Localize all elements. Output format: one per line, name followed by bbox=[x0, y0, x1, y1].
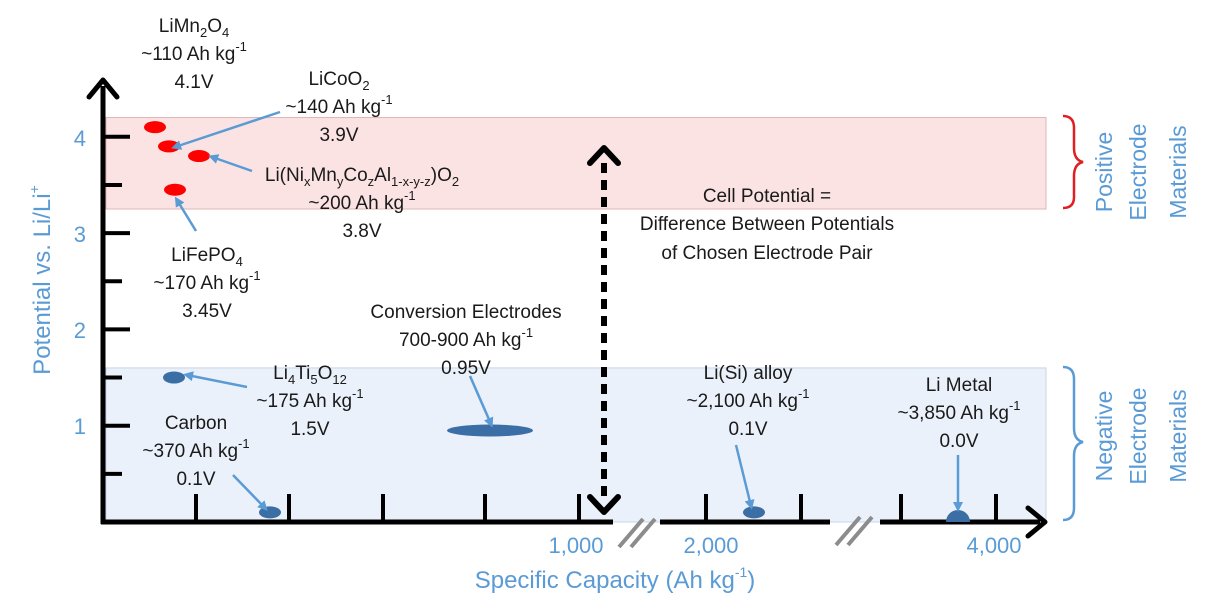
cell-potential-label-3: of Chosen Electrode Pair bbox=[661, 243, 873, 264]
axis-break-2 bbox=[834, 515, 874, 547]
positive-side-label-3: Materials bbox=[1165, 125, 1191, 218]
positive-electrode-band bbox=[105, 117, 1047, 210]
y-tick-label-4: 4 bbox=[74, 126, 86, 151]
negative-electrode-band bbox=[105, 367, 1047, 523]
x-tick-label-1000: 1,000 bbox=[548, 533, 603, 558]
label-formula-limn2o4: LiMn2O4 bbox=[159, 16, 229, 40]
y-axis-title: Potential vs. Li/Li+ bbox=[26, 185, 56, 375]
label-potential-li4ti5o12: 1.5V bbox=[290, 419, 329, 440]
label-capacity-limetal: ~3,850 Ah kg-1 bbox=[897, 398, 1020, 424]
label-formula-limetal: Li Metal bbox=[926, 375, 993, 396]
x-axis-title: Specific Capacity (Ah kg-1) bbox=[475, 564, 756, 594]
arrow-lisi bbox=[734, 444, 755, 510]
label-capacity-lisi: ~2,100 Ah kg-1 bbox=[686, 386, 809, 412]
label-potential-limn2o4: 4.1V bbox=[174, 72, 213, 93]
material-licoo2: LiCoO2~140 Ah kg-1 3.9V bbox=[158, 69, 393, 153]
arrow-nmc bbox=[208, 154, 253, 173]
material-li4ti5o12: Li4Ti5O12~175 Ah kg-1 1.5V bbox=[163, 363, 364, 440]
label-capacity-limn2o4: ~110 Ah kg-1 bbox=[141, 39, 247, 65]
label-potential-conversion: 0.95V bbox=[441, 358, 491, 379]
marker-lifepo4 bbox=[164, 183, 186, 196]
cell-potential-label-2: Difference Between Potentials bbox=[640, 214, 894, 235]
label-potential-licoo2: 3.9V bbox=[319, 125, 358, 146]
label-formula-nmc: Li(NixMnyCozAl1-x-y-z)O2 bbox=[265, 165, 459, 189]
positive-side-label-2: Electrode bbox=[1125, 123, 1151, 220]
material-limetal: Li Metal~3,850 Ah kg-1 0.0V bbox=[897, 375, 1021, 522]
arrow-conversion bbox=[468, 375, 494, 428]
label-formula-lifepo4: LiFePO4 bbox=[171, 245, 243, 269]
label-potential-carbon: 0.1V bbox=[176, 469, 215, 490]
label-potential-lisi: 0.1V bbox=[728, 419, 767, 440]
arrow-licoo2 bbox=[171, 110, 281, 150]
label-potential-lifepo4: 3.45V bbox=[182, 301, 232, 322]
material-lisi: Li(Si) alloy~2,100 Ah kg-1 0.1V bbox=[686, 363, 810, 519]
label-potential-nmc: 3.8V bbox=[342, 221, 381, 242]
label-capacity-lifepo4: ~170 Ah kg-1 bbox=[153, 268, 260, 294]
arrow-carbon bbox=[232, 474, 268, 511]
y-tick-label-1: 1 bbox=[74, 414, 86, 439]
positive-side-label-1: Positive bbox=[1091, 132, 1117, 213]
cell-potential-label-1: Cell Potential = bbox=[703, 186, 831, 207]
y-tick-label-2: 2 bbox=[74, 318, 86, 343]
label-capacity-conversion: 700-900 Ah kg-1 bbox=[399, 325, 533, 351]
y-axis bbox=[86, 77, 130, 524]
label-capacity-li4ti5o12: ~175 Ah kg-1 bbox=[256, 386, 363, 412]
material-lifepo4: LiFePO4~170 Ah kg-1 3.45V bbox=[153, 183, 261, 322]
material-nmc: Li(NixMnyCozAl1-x-y-z)O2~200 Ah kg-1 3.8V bbox=[188, 150, 459, 242]
material-carbon: Carbon~370 Ah kg-1 0.1V bbox=[142, 413, 281, 519]
label-formula-conversion: Conversion Electrodes bbox=[370, 302, 561, 323]
x-axis bbox=[101, 494, 1048, 549]
y-tick-label-3: 3 bbox=[74, 222, 86, 247]
marker-nmc bbox=[188, 150, 210, 163]
negative-side-label-1: Negative bbox=[1091, 391, 1117, 482]
cell-potential-arrow bbox=[587, 145, 621, 515]
marker-conversion bbox=[447, 424, 533, 437]
negative-side-label-2: Electrode bbox=[1125, 387, 1151, 484]
label-formula-carbon: Carbon bbox=[165, 413, 227, 434]
positive-brace bbox=[1062, 114, 1084, 210]
material-limn2o4: LiMn2O4~110 Ah kg-1 4.1V bbox=[141, 16, 247, 134]
arrow-lifepo4 bbox=[174, 196, 198, 232]
label-formula-li4ti5o12: Li4Ti5O12 bbox=[273, 363, 347, 387]
negative-brace bbox=[1062, 365, 1084, 522]
marker-carbon bbox=[259, 506, 281, 519]
x-tick-label-4000: 4,000 bbox=[966, 533, 1021, 558]
axis-break-1 bbox=[617, 517, 657, 549]
marker-limetal bbox=[946, 510, 970, 522]
marker-limn2o4 bbox=[144, 121, 166, 134]
negative-side-label-3: Materials bbox=[1165, 389, 1191, 482]
label-capacity-licoo2: ~140 Ah kg-1 bbox=[285, 92, 392, 118]
label-formula-lisi: Li(Si) alloy bbox=[704, 363, 793, 384]
marker-li4ti5o12 bbox=[163, 371, 185, 384]
label-capacity-nmc: ~200 Ah kg-1 bbox=[308, 188, 415, 214]
x-tick-label-2000: 2,000 bbox=[683, 533, 738, 558]
marker-lisi bbox=[743, 506, 765, 519]
label-potential-limetal: 0.0V bbox=[939, 431, 978, 452]
label-formula-licoo2: LiCoO2 bbox=[308, 69, 369, 93]
label-capacity-carbon: ~370 Ah kg-1 bbox=[142, 436, 249, 462]
arrow-li4ti5o12 bbox=[183, 371, 248, 389]
